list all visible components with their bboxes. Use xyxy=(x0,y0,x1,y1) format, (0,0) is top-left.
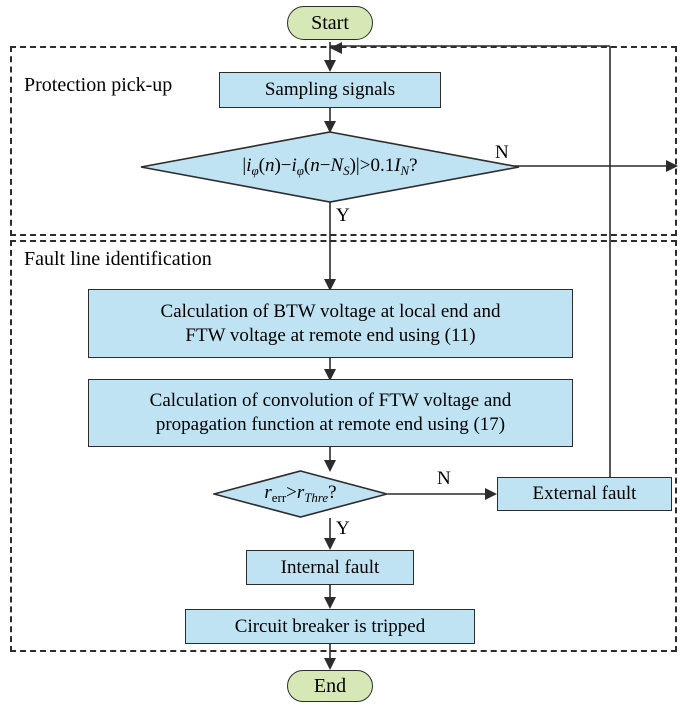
region-fault-line-identification-label: Fault line identification xyxy=(22,248,214,271)
diamond-shape xyxy=(213,470,388,518)
region-protection-pickup-label: Protection pick-up xyxy=(22,74,175,97)
node-r-threshold-decision[interactable]: rerr>rThre? xyxy=(213,470,388,518)
node-sampling-signals-label: Sampling signals xyxy=(264,79,396,101)
region-protection-pickup xyxy=(10,46,677,236)
region-fault-line-identification xyxy=(10,240,677,652)
node-calculation-convolution-line1: Calculation of convolution of FTW voltag… xyxy=(149,390,512,412)
node-calculation-btw-ftw[interactable]: Calculation of BTW voltage at local end … xyxy=(88,289,573,358)
node-calculation-convolution-line2: propagation function at remote end using… xyxy=(155,414,506,435)
node-end[interactable]: End xyxy=(287,670,373,702)
edge-label-current-check-no: N xyxy=(495,142,509,163)
node-calculation-convolution[interactable]: Calculation of convolution of FTW voltag… xyxy=(88,379,573,447)
node-internal-fault[interactable]: Internal fault xyxy=(246,550,414,585)
node-calculation-btw-ftw-line2: FTW voltage at remote end using (11) xyxy=(185,324,476,346)
edge-label-r-check-no: N xyxy=(437,468,451,489)
edge-label-r-check-yes: Y xyxy=(336,518,350,539)
node-r-threshold-decision-label: rerr>rThre? xyxy=(264,482,337,505)
node-current-threshold-decision[interactable]: |iφ(n)−iφ(n−NS)|>0.1IN? xyxy=(140,131,520,203)
node-internal-fault-label: Internal fault xyxy=(280,556,380,578)
node-calculation-btw-ftw-line1: Calculation of BTW voltage at local end … xyxy=(160,300,501,322)
edge-label-current-check-yes: Y xyxy=(336,205,350,226)
node-start[interactable]: Start xyxy=(287,6,373,40)
node-start-label: Start xyxy=(311,11,349,34)
node-current-threshold-decision-label: |iφ(n)−iφ(n−NS)|>0.1IN? xyxy=(242,155,418,178)
node-circuit-breaker-tripped[interactable]: Circuit breaker is tripped xyxy=(185,609,475,644)
node-external-fault[interactable]: External fault xyxy=(497,477,672,511)
node-circuit-breaker-tripped-label: Circuit breaker is tripped xyxy=(234,615,426,637)
node-external-fault-label: External fault xyxy=(532,483,637,505)
node-end-label: End xyxy=(313,674,347,697)
diamond-shape xyxy=(140,131,520,203)
node-sampling-signals[interactable]: Sampling signals xyxy=(219,72,441,108)
